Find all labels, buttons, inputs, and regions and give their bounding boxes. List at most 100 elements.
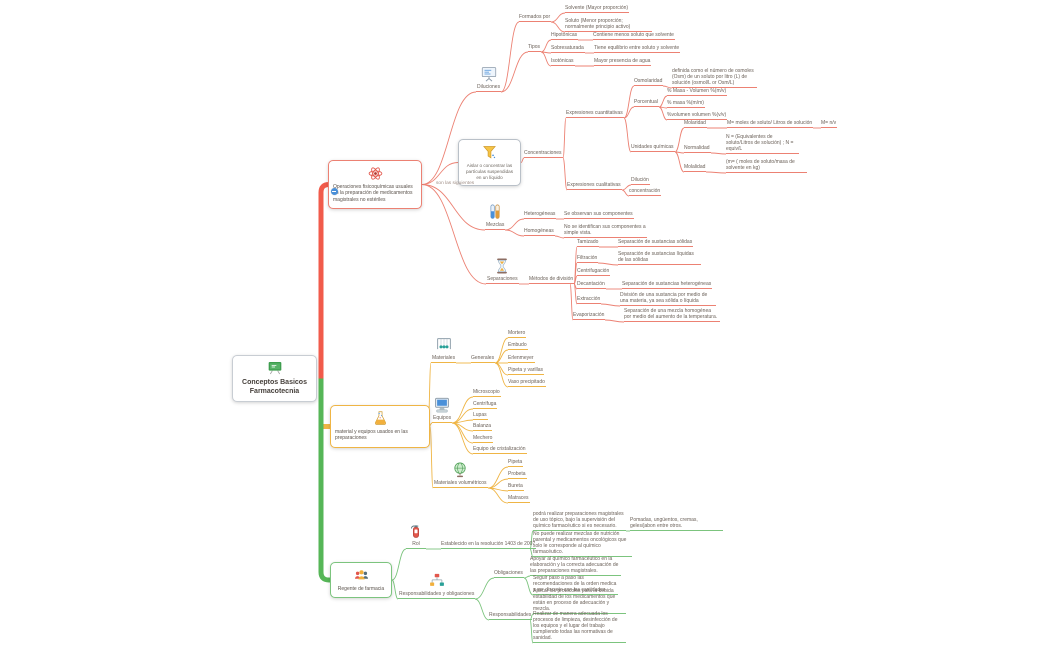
node-tipos[interactable]: Tipos — [528, 44, 542, 52]
node-formados-por[interactable]: Formados por — [519, 14, 552, 22]
node-osmolaridad[interactable]: Osmolaridad — [634, 78, 664, 86]
node-balanza[interactable]: Balanza — [473, 423, 493, 431]
node-contiene-menos-soluto-que[interactable]: Contiene menos soluto que solvente — [593, 32, 675, 40]
node-se-observan-sus-componentes[interactable]: Se observan sus componentes — [564, 211, 634, 219]
node-matraces[interactable]: Matraces — [508, 495, 530, 503]
node-operaciones-fisicoquimicas-usuales-en[interactable]: Operaciones fisicoquímicas usuales en la… — [328, 160, 422, 210]
edge-line — [474, 577, 495, 600]
node-m-n-v[interactable]: M= n/v — [821, 120, 838, 128]
node-mechero[interactable]: Mechero — [473, 435, 494, 443]
node-conceptos-basicos-farmacotecnia[interactable]: Conceptos Basicos Farmacotecnia — [232, 355, 317, 402]
node-dilucion[interactable]: Dilución — [631, 177, 650, 185]
node-sobresaturada[interactable]: Sobresaturada — [551, 45, 585, 53]
node-obligaciones[interactable]: Obligaciones — [494, 570, 524, 578]
node-responsabilidades-y-obligaciones[interactable]: Responsabilidades y obligaciones — [398, 572, 476, 599]
node-pomadas-unguentos-cremas-geles[interactable]: Pomadas, ungüentos, cremas, geles/jabon … — [630, 517, 723, 531]
node-separacion-de-sustancias-heterogeneas[interactable]: Separación de sustancias heterogéneas — [622, 281, 713, 289]
node-label: Materiales volumétricos — [434, 480, 487, 486]
node-material-y-equipos-usados[interactable]: material y equipos usados en las prepara… — [330, 405, 430, 448]
edge-line — [540, 51, 552, 67]
node-division-de-una-sustancia[interactable]: División de una sustancia por medio de u… — [620, 292, 716, 306]
node-aplicar-los-protocolos-para[interactable]: Aplicar los protocolos para la debida es… — [533, 588, 626, 614]
node-apoyar-al-quimico-farmaceutico[interactable]: Apoyar al químico farmacéutico en la ela… — [530, 556, 621, 576]
node-bureta[interactable]: Bureta — [508, 483, 524, 491]
node-masa-volumen-m-v[interactable]: % Masa - Volumen %(m/v) — [667, 88, 728, 96]
node-mortero[interactable]: Mortero — [508, 330, 527, 338]
node-masa-m-m[interactable]: % masa %(m/m) — [667, 100, 705, 108]
node-homogeneas[interactable]: Homogéneas — [524, 228, 555, 236]
node-extraccion[interactable]: Extracción — [577, 296, 602, 304]
edge-line — [421, 184, 487, 285]
node-isotonicas[interactable]: Isotónicas — [551, 58, 575, 66]
node-no-puede-realizar-mezclas[interactable]: No puede realizar mezclas de nutrición p… — [533, 531, 632, 557]
edge-line — [550, 21, 566, 33]
edge-line — [600, 303, 621, 307]
node-molaridad[interactable]: Molaridad — [684, 120, 707, 128]
orgchart-icon — [428, 572, 446, 590]
atom-icon — [367, 165, 384, 182]
trunk-line — [318, 182, 330, 379]
flask-icon — [372, 410, 389, 427]
node-m-moles-de-soluto[interactable]: M= moles de soluto/ Litros de solución — [727, 120, 814, 128]
node-metodos-de-division[interactable]: Métodos de división — [529, 276, 575, 284]
node-separacion-de-una-mezcla[interactable]: Separación de una mezcla homogénea por m… — [624, 308, 720, 322]
node-probeta[interactable]: Probeta — [508, 471, 527, 479]
node-decantacion[interactable]: Decantación — [577, 281, 606, 289]
node-m-moles-de-soluto[interactable]: (m= ( moles de soluto/masa de solvente e… — [726, 159, 807, 173]
node-concentraciones[interactable]: Concentraciones — [524, 150, 563, 158]
node-equipos[interactable]: Equipos — [432, 396, 453, 423]
edge-line — [451, 396, 474, 424]
node-separaciones[interactable]: Separaciones — [486, 257, 519, 284]
node-materiales-volumetricos[interactable]: Materiales volumétricos — [433, 461, 488, 488]
edge-line — [474, 598, 490, 621]
node-expresiones-cualitativas[interactable]: Expresiones cualitativas — [567, 182, 622, 190]
node-erlenmeyer[interactable]: Erlenmeyer — [508, 355, 535, 363]
node-concentracion[interactable]: concentración — [629, 188, 662, 196]
node-molalidad[interactable]: Molalidad — [684, 164, 707, 172]
node-tamizado[interactable]: Tamizado — [577, 239, 600, 247]
node-filtracion[interactable]: Filtración — [577, 255, 599, 263]
node-embudo[interactable]: Embudo — [508, 342, 528, 350]
node-materiales[interactable]: Materiales — [431, 336, 457, 363]
node-pipeta[interactable]: Pipeta — [508, 459, 524, 467]
node-evaporizacion[interactable]: Evaporización — [573, 312, 606, 320]
node-vaso-precipitado[interactable]: Vaso precipitado — [508, 379, 546, 387]
edge-line — [487, 487, 509, 504]
node-lupas[interactable]: Lupas — [473, 412, 488, 420]
node-separacion-de-sustancias-liquidas[interactable]: Separación de sustancias líquidas de las… — [618, 251, 701, 265]
node-establecido-en-la-resolucion[interactable]: Establecido en la resolución 1403 de 200… — [441, 541, 537, 549]
node-realizar-de-manera-adecuada[interactable]: Realizar de manera adecuada los procesos… — [533, 611, 626, 643]
node-centrifuga[interactable]: Centrífuga — [473, 401, 498, 409]
node-pipeta-y-varillas[interactable]: Pipeta y varillas — [508, 367, 545, 375]
node-definida-como-el-numero[interactable]: definida como el número de osmoles (Osm)… — [672, 68, 757, 88]
node-normalidad[interactable]: Normalidad — [684, 145, 711, 153]
node-porcentual[interactable]: Porcentual — [634, 99, 659, 107]
node-rol[interactable]: Rol — [406, 522, 426, 549]
node-hipotonicas[interactable]: Hipotónicas — [551, 32, 579, 40]
node-solvente-mayor-proporcion[interactable]: Solvente (Mayor proporción) — [565, 5, 630, 13]
node-unidades-quimicas[interactable]: Unidades químicas — [631, 144, 675, 152]
node-centrifugacion[interactable]: Centrifugación — [577, 268, 611, 276]
node-soluto-menor-proporcion-normalmente[interactable]: Soluto (Menor proporción; normalmente pr… — [565, 18, 652, 32]
node-n-equivalentes-de-soluto[interactable]: N = (Equivalentes de soluto/Litros de so… — [726, 134, 799, 154]
node-no-se-identifican-sus[interactable]: No se identifican sus componentes a simp… — [564, 224, 647, 238]
node-podra-realizar-preparaciones-magistrales[interactable]: podrá realizar preparaciones magistrales… — [533, 511, 626, 531]
node-separacion-de-sustancias-solidas[interactable]: Separación de sustancias sólidas — [618, 239, 694, 247]
node-aislar-o-concentrar-las[interactable]: Aislar o concentrar las partículas suspe… — [458, 139, 521, 187]
node-diluciones[interactable]: Diluciones — [476, 65, 502, 92]
node-mayor-presencia-de-agua[interactable]: Mayor presencia de agua — [594, 58, 652, 66]
node-seguir-paso-a-paso[interactable]: Seguir paso a paso las recomendaciones d… — [533, 575, 618, 595]
node-expresiones-cuantitativas[interactable]: Expresiones cuantitativas — [566, 110, 624, 118]
node-generales[interactable]: Generales — [471, 355, 496, 363]
node-heterogeneas[interactable]: Heterogéneas — [524, 211, 557, 219]
node-responsabilidades[interactable]: Responsabilidades — [489, 612, 533, 620]
node-regente-de-farmacia[interactable]: Regente de farmacia — [330, 562, 392, 599]
node-equipo-de-cristalizacion[interactable]: Equipo de cristalización — [473, 446, 527, 454]
trunk-line — [318, 378, 330, 583]
node-mezclas[interactable]: Mezclas — [485, 203, 506, 230]
edge-line — [529, 548, 534, 558]
node-tiene-equilibrio-entre-soluto[interactable]: Tiene equilibrio entre soluto y solvente — [594, 45, 681, 53]
note-indicator-icon[interactable] — [330, 188, 338, 196]
node-volumen-volumen-v-v[interactable]: %volumen volumen %(v/v) — [667, 112, 728, 120]
node-microscopio[interactable]: Microscopio — [473, 389, 501, 397]
